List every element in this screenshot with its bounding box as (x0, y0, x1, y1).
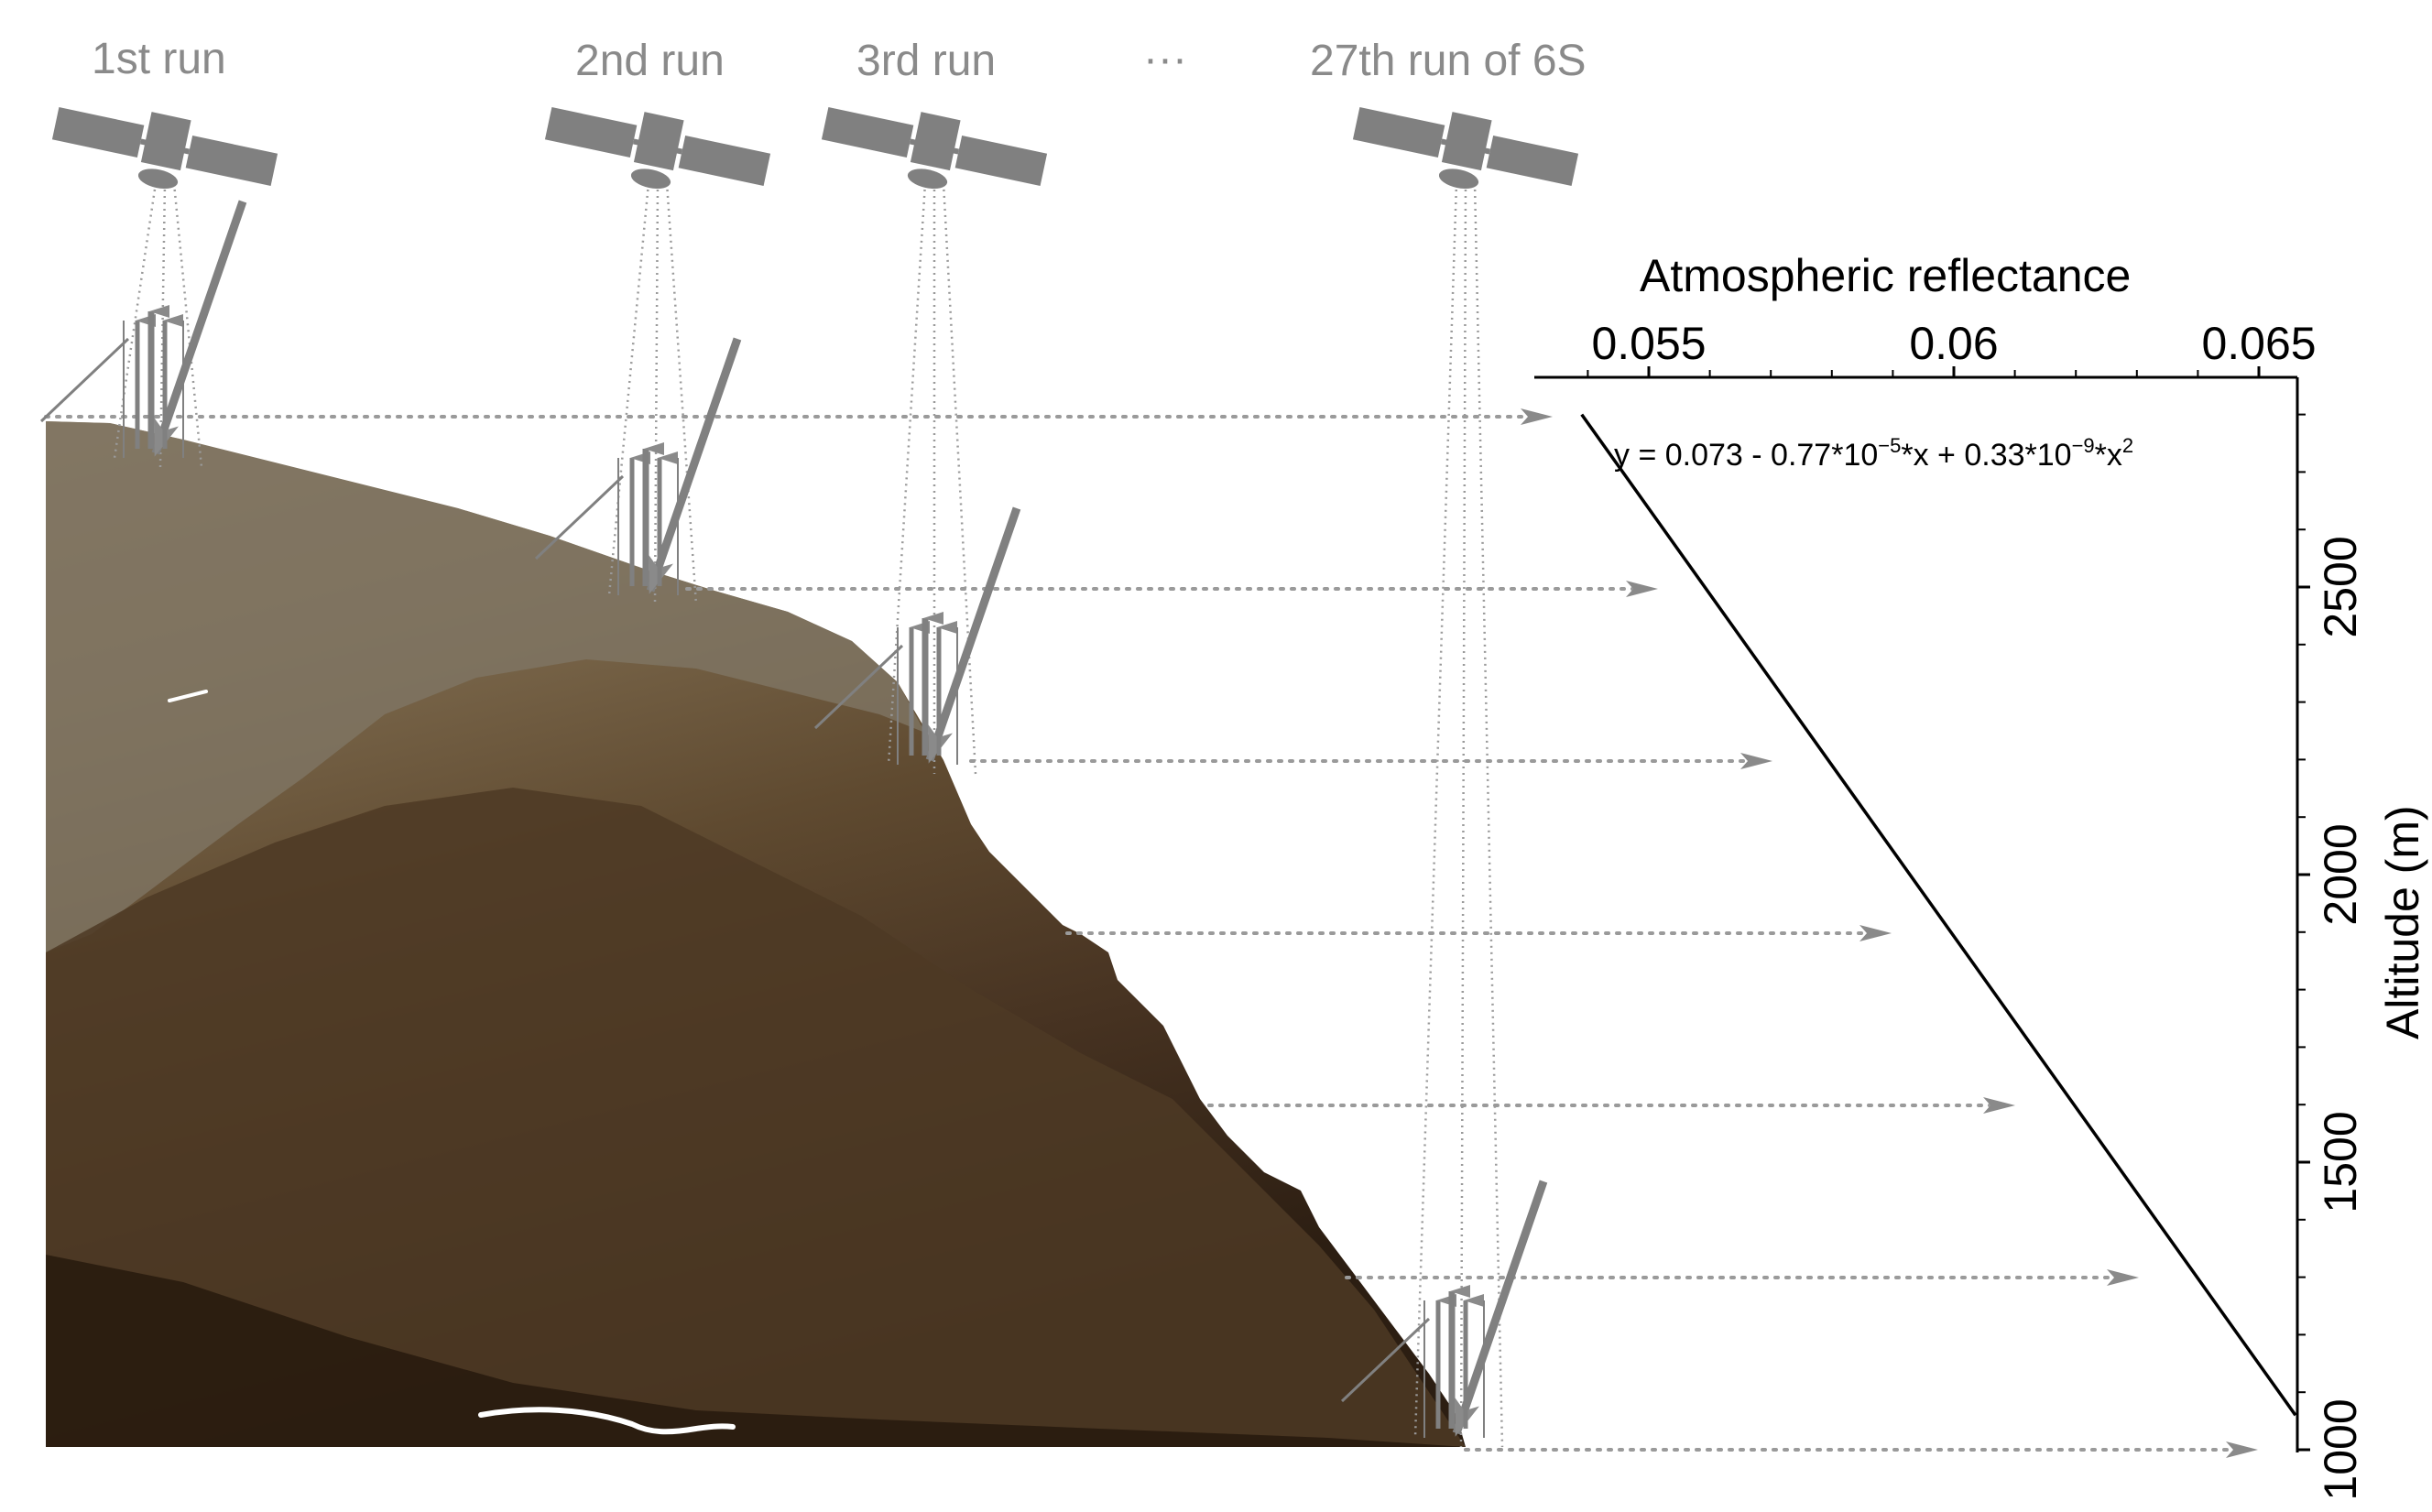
satellite-run (534, 107, 771, 605)
satellite-run (1340, 107, 1579, 1448)
y-axis-title: Altitude (m) (2377, 805, 2428, 1039)
y-tick-label: 1500 (2315, 1111, 2366, 1213)
y-ticks: 1000 1500 2000 2500 (2297, 413, 2366, 1501)
satellite-icon (821, 107, 1048, 190)
satellite-icon (1352, 107, 1579, 190)
incoming-radiation-arrow (925, 506, 1021, 764)
beam-edge (887, 182, 927, 766)
beam-edge (942, 182, 977, 775)
y-tick-label: 1000 (2315, 1398, 2366, 1500)
satellite-icon (544, 107, 771, 190)
y-tick-label: 2000 (2315, 823, 2366, 925)
fit-curve-line (1580, 413, 2297, 1417)
incoming-radiation-arrow (646, 337, 742, 594)
x-axis-title: Atmospheric reflectance (1640, 250, 2131, 301)
equation-suffix: *x (2095, 438, 2122, 473)
satellite-icon (51, 107, 278, 190)
x-tick-label: 0.055 (1591, 318, 1706, 369)
run-label-27th: 27th run of 6S (1310, 37, 1587, 85)
guide-arrowhead (1521, 408, 1553, 425)
reflectance-chart: Atmospheric reflectance Altitude (m) 0.0… (1534, 250, 2428, 1501)
snow-streak (478, 1407, 736, 1435)
equation-prefix: y = 0.073 - 0.77*10 (1614, 438, 1878, 473)
x-tick-label: 0.065 (2201, 318, 2316, 369)
incoming-radiation-arrow (151, 200, 247, 457)
beam-edge (1473, 182, 1504, 1448)
snow-patch (168, 690, 208, 702)
adjacency-arrow (534, 474, 625, 560)
guide-arrowhead (2226, 1441, 2258, 1458)
x-ticks: 0.055 0.06 0.065 (1587, 318, 2317, 377)
equation-label: y = 0.073 - 0.77*10−5*x + 0.33*10−9*x2 (1614, 434, 2133, 473)
y-tick-label: 2500 (2315, 536, 2366, 637)
satellite-run (813, 107, 1048, 775)
satellite-run (39, 107, 278, 468)
equation-exp3: 2 (2122, 434, 2133, 457)
adjacency-arrow (1340, 1317, 1431, 1403)
beam-edge (1459, 182, 1467, 1448)
terrain (46, 421, 1466, 1447)
run-label-2nd: 2nd run (575, 37, 725, 85)
equation-mid: *x + 0.33*10 (1901, 438, 2071, 473)
upper-gray-ridge (46, 421, 925, 952)
valley-shadow (46, 1255, 1466, 1447)
guide-arrowhead (1740, 753, 1772, 769)
guide-arrowhead (2107, 1269, 2139, 1286)
satellite-runs (39, 107, 1579, 1448)
incoming-radiation-arrow (1452, 1180, 1548, 1437)
x-tick-label: 0.06 (1909, 318, 1998, 369)
beam-edge (113, 182, 158, 459)
equation-exp1: −5 (1878, 434, 1901, 457)
equation-exp2: −9 (2072, 434, 2095, 457)
mid-shadow (46, 788, 1466, 1447)
run-label-ellipsis: ··· (1143, 35, 1187, 83)
guide-arrowhead (1983, 1097, 2015, 1114)
altitude-guides (44, 408, 2258, 1458)
run-label-1st: 1st run (92, 35, 226, 83)
fit-curve (1580, 413, 2297, 1417)
adjacency-arrow (813, 644, 904, 730)
run-labels: 1st run 2nd run 3rd run ··· 27th run of … (92, 35, 1587, 85)
guide-arrowhead (1626, 581, 1658, 597)
adjacency-arrow (39, 337, 130, 423)
beam-edge (1413, 182, 1458, 1439)
beam-edge (172, 182, 203, 468)
guide-arrowhead (1859, 925, 1892, 941)
run-label-3rd: 3rd run (856, 37, 996, 85)
